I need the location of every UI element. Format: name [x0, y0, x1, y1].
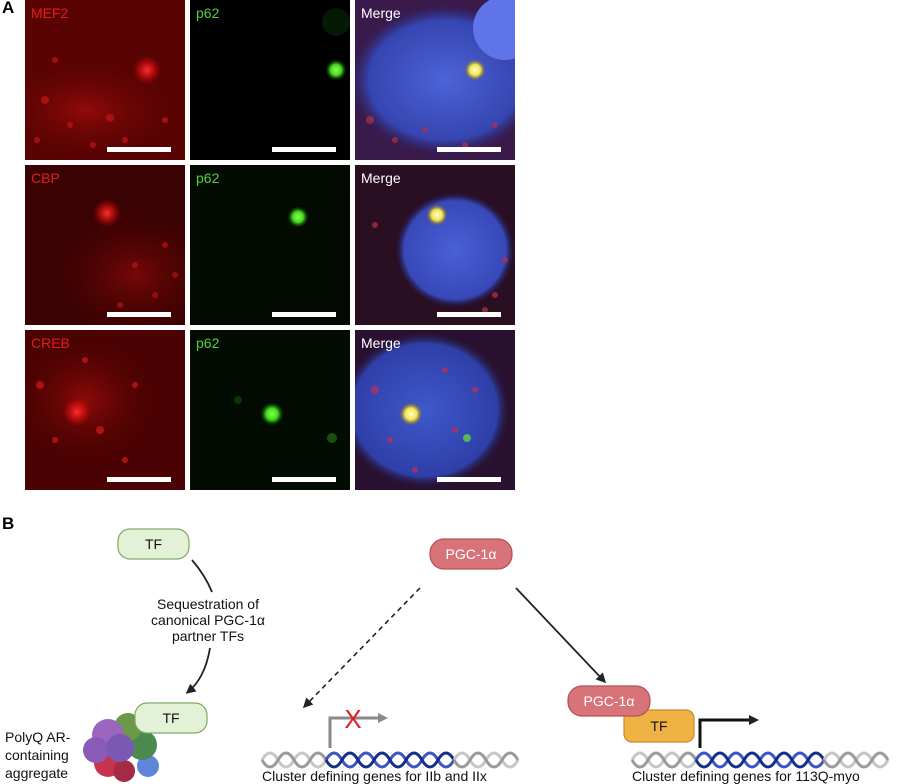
cbp-merge-micrograph	[355, 165, 515, 325]
sequestration-line-3: partner TFs	[172, 628, 244, 644]
scale-bar	[107, 477, 171, 482]
scale-bar	[437, 477, 501, 482]
tf-box-top: TF	[117, 528, 190, 560]
scale-bar	[437, 312, 501, 317]
cbp-merge-image: Merge	[355, 165, 515, 325]
pgc1a-box-bound: PGC-1α	[567, 685, 651, 717]
aggregate-label-line-3: aggregate	[5, 765, 68, 781]
cbp-p62-image: p62	[190, 165, 350, 325]
merge-channel-label: Merge	[361, 170, 401, 186]
blocked-x-mark: X	[344, 704, 361, 734]
creb-merge-micrograph	[355, 330, 515, 490]
panel-a-label: A	[2, 0, 15, 17]
cbp-red-image: CBP	[25, 165, 185, 325]
tf-bound-label: TF	[650, 718, 667, 734]
scale-bar	[272, 477, 336, 482]
scale-bar	[107, 147, 171, 152]
p62-channel-label: p62	[196, 5, 220, 21]
aggregate-label-line-2: containing	[5, 747, 69, 763]
sequestration-arrow-lower	[185, 647, 211, 694]
left-cluster-caption: Cluster defining genes for IIb and IIx	[262, 768, 487, 784]
creb-red-micrograph	[25, 330, 185, 490]
sequestration-arrow-upper	[191, 559, 213, 593]
panel-b-label: B	[2, 514, 15, 533]
right-cluster-caption: Cluster defining genes for 113Q-myo	[632, 768, 860, 784]
dashed-arrow-left	[302, 587, 421, 709]
pgc1a-bound-label: PGC-1α	[584, 693, 635, 709]
scale-bar	[272, 147, 336, 152]
sequestration-line-1: Sequestration of	[157, 596, 259, 612]
mef2-p62-image: p62	[190, 0, 350, 160]
solid-arrow-right	[515, 587, 607, 684]
tf-box-bound: TF	[623, 709, 695, 743]
creb-merge-image: Merge	[355, 330, 515, 490]
cbp-channel-label: CBP	[31, 170, 60, 186]
merge-channel-label: Merge	[361, 335, 401, 351]
cbp-red-micrograph	[25, 165, 185, 325]
creb-p62-image: p62	[190, 330, 350, 490]
tf-box-aggregate: TF	[134, 702, 208, 734]
p62-channel-label: p62	[196, 335, 220, 351]
creb-p62-micrograph	[190, 330, 350, 490]
mef2-merge-micrograph	[355, 0, 515, 160]
mef2-p62-micrograph	[190, 0, 350, 160]
tf-aggregate-label: TF	[162, 710, 179, 726]
scale-bar	[272, 312, 336, 317]
blocked-promoter-arrow	[328, 713, 388, 748]
cbp-p62-micrograph	[190, 165, 350, 325]
mef2-red-image: MEF2	[25, 0, 185, 160]
pgc1a-box-top: PGC-1α	[429, 538, 513, 570]
dna-left	[260, 751, 520, 769]
mef2-channel-label: MEF2	[31, 5, 69, 21]
dna-right	[630, 751, 890, 769]
creb-channel-label: CREB	[31, 335, 70, 351]
micrograph-grid: MEF2 p62 Merge	[25, 0, 515, 490]
scale-bar	[437, 147, 501, 152]
scale-bar	[107, 312, 171, 317]
merge-channel-label: Merge	[361, 5, 401, 21]
mechanism-diagram: TF Sequestration of canonical PGC-1α par…	[5, 528, 890, 784]
sequestration-line-2: canonical PGC-1α	[151, 612, 265, 628]
mef2-merge-image: Merge	[355, 0, 515, 160]
active-promoter-arrow	[698, 715, 759, 748]
creb-red-image: CREB	[25, 330, 185, 490]
aggregate-label-line-1: PolyQ AR-	[5, 729, 71, 745]
tf-top-label: TF	[145, 536, 162, 552]
mef2-red-micrograph	[25, 0, 185, 160]
pgc1a-top-label: PGC-1α	[446, 546, 497, 562]
p62-channel-label: p62	[196, 170, 220, 186]
